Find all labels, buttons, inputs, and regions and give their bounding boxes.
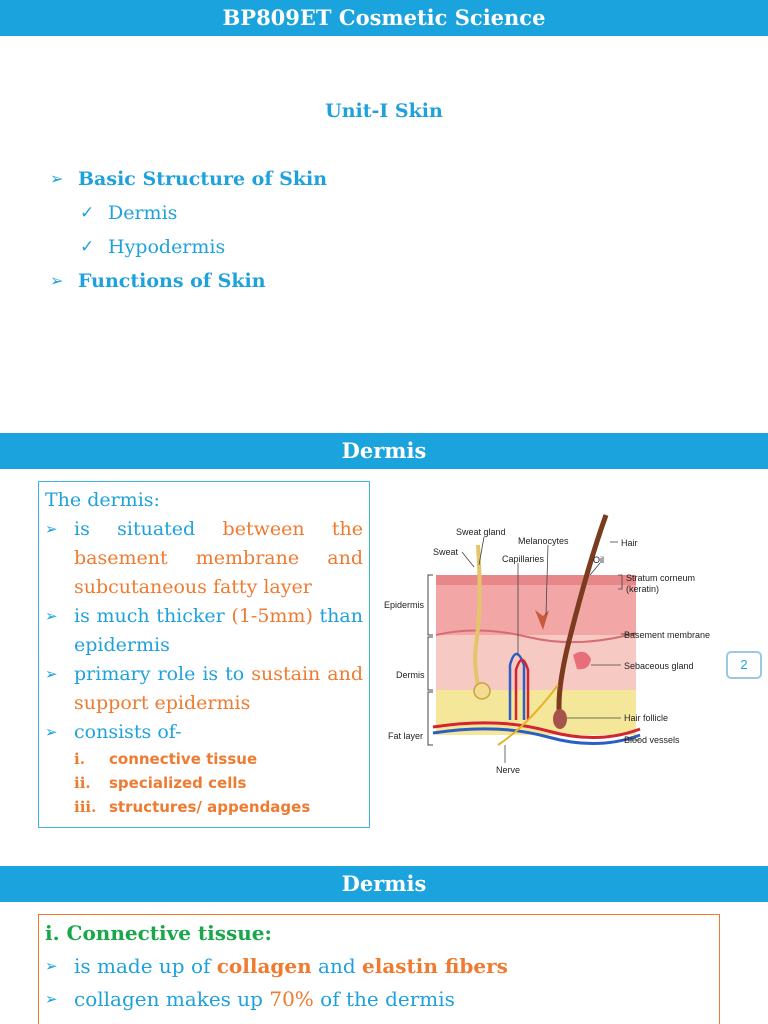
label-blood-vessels: Blood vessels: [624, 735, 680, 745]
arrow-bullet-icon: ➢: [45, 665, 58, 683]
arrow-bullet-icon: ➢: [45, 990, 58, 1008]
checkmark-icon: ✓: [80, 237, 95, 257]
label-capillaries: Capillaries: [502, 554, 545, 564]
dermis-subitem: ii.specialized cells: [74, 774, 247, 792]
outline-item-functions: ➢ Functions of Skin: [50, 268, 650, 302]
dermis-layer: [436, 635, 636, 690]
slide2-banner: Dermis: [0, 433, 768, 469]
outline-item-basic-structure: ➢ Basic Structure of Skin: [50, 166, 650, 200]
hair-shaft: [556, 514, 609, 721]
label-nerve: Nerve: [496, 765, 520, 775]
dermis-bullet: ➢ is situated between the basement membr…: [45, 515, 363, 602]
label-oil: Oil: [593, 555, 604, 565]
outline-subitem-label: Dermis: [108, 202, 178, 224]
arrow-bullet-icon: ➢: [50, 169, 64, 188]
checkmark-icon: ✓: [80, 203, 95, 223]
stratum-layer: [436, 575, 636, 585]
arrow-bullet-icon: ➢: [45, 723, 58, 741]
arrow-bullet-icon: ➢: [45, 607, 58, 625]
dermis-text-box: The dermis: ➢ is situated between the ba…: [38, 481, 370, 828]
label-hair: Hair: [621, 538, 638, 548]
blood-vessel-red: [432, 721, 641, 739]
outline-item-label: Basic Structure of Skin: [78, 168, 328, 190]
hair-bulb: [553, 709, 567, 729]
dermis-bullet: ➢ consists of-: [45, 718, 363, 747]
connective-bullet: ➢ collagen makes up 70% of the dermis: [45, 983, 713, 1016]
melanocyte-shape: [535, 610, 549, 630]
sweat-duct: [473, 544, 482, 696]
label-melanocytes: Melanocytes: [518, 536, 569, 546]
connective-tissue-title: i. Connective tissue:: [45, 921, 272, 945]
slide1-outline: ➢ Basic Structure of Skin ✓ Dermis ✓ Hyp…: [50, 166, 650, 302]
page-number-badge[interactable]: 2: [726, 651, 762, 679]
arrow-bullet-icon: ➢: [50, 271, 64, 290]
outline-subitem-dermis: ✓ Dermis: [50, 200, 650, 234]
connective-bullet: ➢ is made up of collagen and elastin fib…: [45, 950, 713, 983]
sebaceous-gland-shape: [573, 651, 591, 670]
slide3-banner: Dermis: [0, 866, 768, 902]
vein-loop: [508, 652, 526, 720]
label-sweat: Sweat: [433, 547, 459, 557]
label-stratum-corneum: Stratum corneum: [626, 573, 695, 583]
label-dermis: Dermis: [396, 670, 425, 680]
label-epidermis: Epidermis: [384, 600, 425, 610]
dermis-bullet: ➢ primary role is to sustain and support…: [45, 660, 363, 718]
dermis-bullet: ➢ is much thicker (1-5mm) than epidermis: [45, 602, 363, 660]
arrow-bullet-icon: ➢: [45, 957, 58, 975]
arrow-bullet-icon: ➢: [45, 520, 58, 538]
nerve-fiber: [497, 684, 559, 746]
label-keratin: (keratin): [626, 584, 659, 594]
basement-line: [435, 629, 637, 644]
label-basement-membrane: Basement membrane: [624, 630, 710, 640]
dermis-subitem: i.connective tissue: [74, 750, 258, 768]
slide1-banner: BP809ET Cosmetic Science: [0, 0, 768, 36]
connective-tissue-box: i. Connective tissue: ➢ is made up of co…: [38, 914, 720, 1024]
label-fat-layer: Fat layer: [388, 731, 423, 741]
label-hair-follicle: Hair follicle: [624, 713, 668, 723]
skin-structure-diagram: Sweat gland Melanocytes Hair Sweat Capil…: [384, 514, 710, 775]
dermis-subitem: iii.structures/ appendages: [74, 798, 311, 816]
sweat-coil: [473, 682, 491, 700]
outline-item-label: Functions of Skin: [78, 270, 266, 292]
blood-vessel-blue: [432, 727, 641, 745]
label-sebaceous-gland: Sebaceous gland: [624, 661, 694, 671]
outline-subitem-hypodermis: ✓ Hypodermis: [50, 234, 650, 268]
artery-loop: [514, 658, 530, 720]
label-sweat-gland: Sweat gland: [456, 527, 506, 537]
outline-subitem-label: Hypodermis: [108, 236, 226, 258]
unit-title: Unit-I Skin: [325, 100, 443, 122]
dermis-lead: The dermis:: [45, 489, 160, 511]
